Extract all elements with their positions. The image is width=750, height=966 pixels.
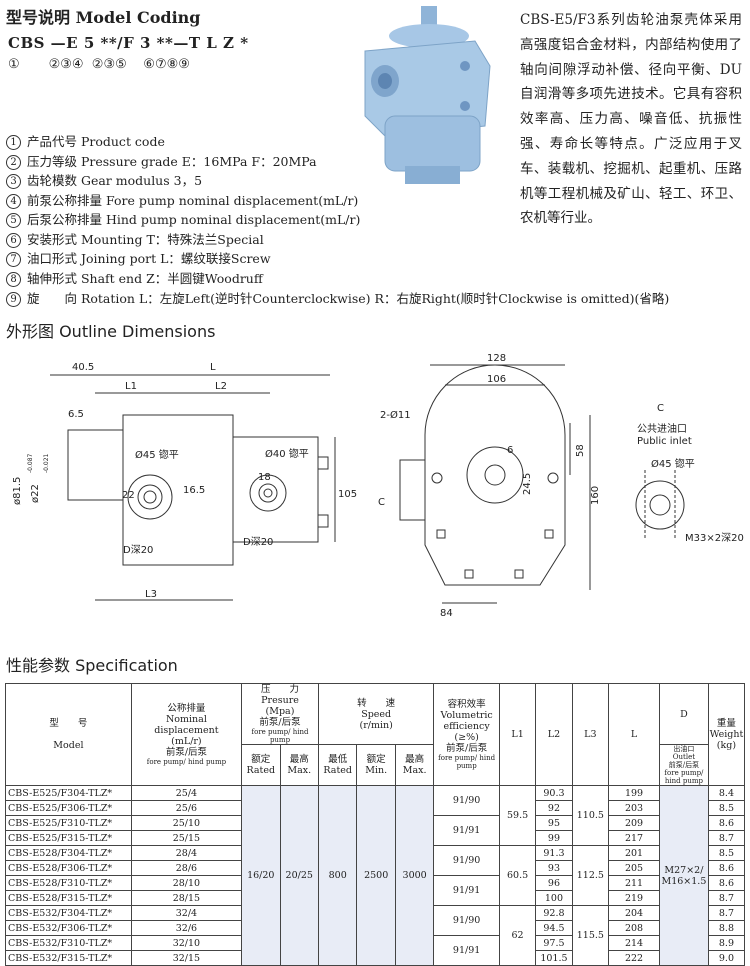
view-c-marker: C	[378, 497, 385, 508]
model-code-pattern: CBS —E 5 **/F 3 **—T L Z *	[8, 34, 249, 52]
dim-128: 128	[487, 353, 506, 364]
dim-phi81-5: ø81.5	[12, 477, 23, 505]
outline-drawing: 40.5 L L1 L2 6.5 Ø45 锪平 Ø40 锪平 22 16.5 1…	[12, 353, 744, 619]
view-c-title: C	[657, 403, 664, 414]
dim-160: 160	[590, 486, 601, 505]
col-L1: L1	[498, 683, 537, 786]
dim-phi22: ø22	[30, 484, 41, 503]
dim-2-phi11: 2-Ø11	[380, 409, 411, 421]
dim-24-5: 24.5	[522, 473, 533, 495]
dim-L1: L1	[125, 381, 137, 392]
model-code-numbers: ① ②③④ ②③⑤ ⑥⑦⑧⑨	[8, 57, 190, 72]
spec-title: 性能参数 Specification	[6, 656, 178, 675]
dim-L: L	[210, 362, 216, 373]
dim-d-depth-20-a: D深20	[123, 544, 153, 556]
col-D: D	[659, 683, 709, 745]
dim-phi45-b: Ø45 锪平	[651, 457, 695, 470]
dim-phi40: Ø40 锪平	[265, 447, 309, 460]
dim-16-5: 16.5	[183, 485, 205, 496]
dim-40-5: 40.5	[72, 362, 94, 373]
inlet-en: Public inlet	[637, 436, 692, 447]
dim-84: 84	[440, 608, 453, 619]
dim-18: 18	[258, 472, 271, 483]
dim-58: 58	[575, 444, 586, 457]
col-L3: L3	[571, 683, 610, 786]
dim-L2: L2	[215, 381, 227, 392]
outline-title: 外形图 Outline Dimensions	[6, 322, 216, 341]
col-L: L	[608, 683, 660, 786]
dim-22: 22	[122, 490, 135, 501]
pump-image	[325, 6, 505, 191]
dim-6: 6	[507, 445, 513, 456]
table-row: CBS-E525/F304-TLZ*25/4 16/20 20/25 800 2…	[5, 785, 746, 966]
inlet-cn: 公共进油口	[637, 422, 687, 435]
dim-m33: M33×2深20	[685, 532, 744, 544]
dim-105: 105	[338, 489, 357, 500]
model-coding-title: 型号说明 Model Coding	[6, 8, 201, 27]
tol-81-5: -0.087	[27, 453, 34, 473]
dim-6-5: 6.5	[68, 409, 84, 420]
dim-d-depth-20-b: D深20	[243, 536, 273, 548]
tol-22: -0.021	[43, 453, 50, 473]
dim-106: 106	[487, 374, 506, 385]
dim-phi45: Ø45 锪平	[135, 448, 179, 461]
dim-L3: L3	[145, 589, 157, 600]
col-L2: L2	[535, 683, 573, 786]
product-description: CBS-E5/F3系列齿轮油泵壳体采用高强度铝合金材料，内部结构使用了轴向间隙浮…	[520, 12, 742, 227]
